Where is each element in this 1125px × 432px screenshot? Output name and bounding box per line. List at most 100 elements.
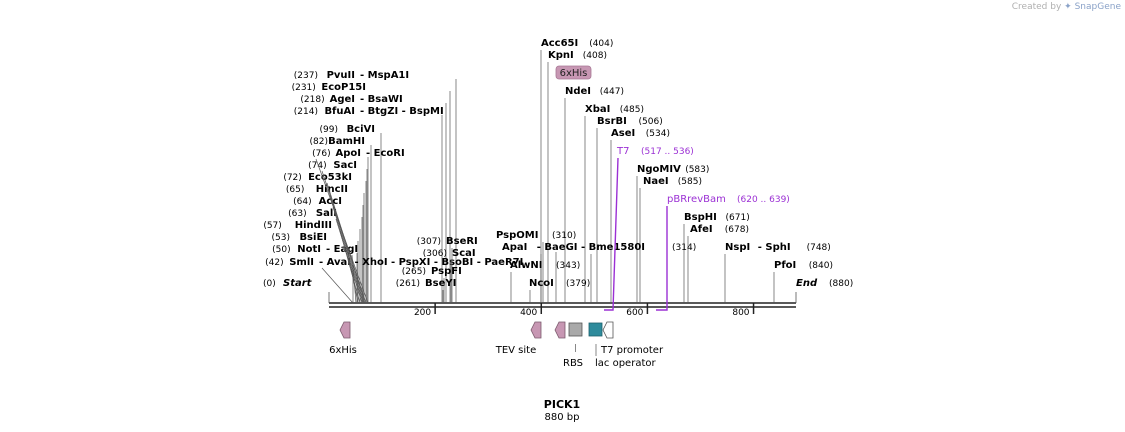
end-position: (880): [829, 279, 853, 289]
site-position: (53): [272, 233, 290, 243]
site-label-alwni: AlwNI: [510, 260, 543, 271]
site-label-ecop15i: EcoP15I: [321, 82, 366, 93]
snapgene-logo-icon: ✦: [1064, 2, 1072, 12]
snapgene-watermark: Created by ✦ SnapGene: [1012, 2, 1121, 12]
site-label-scai: ScaI: [452, 248, 476, 259]
site-label-saci: SacI: [333, 160, 357, 171]
feature-label-lac-operator: lac operator: [595, 358, 656, 369]
site-label-pvuii: PvuII: [327, 70, 355, 81]
site-label-acci: AccI: [319, 196, 342, 207]
start-label: Start: [283, 278, 313, 289]
site-cut-leader: [315, 158, 369, 304]
site-label-asei: AseI: [611, 128, 635, 139]
site-label-apai: ApaI: [502, 242, 527, 253]
site-position: (99): [320, 125, 338, 135]
site-label-alias: - EcoRI: [366, 148, 405, 159]
primer-label-t7: T7: [616, 146, 629, 157]
site-position: (408): [583, 51, 607, 61]
site-label-naei: NaeI: [643, 176, 669, 187]
site-position: (447): [600, 87, 624, 97]
his-tag-badge: [555, 65, 592, 80]
site-position: (307): [417, 237, 441, 247]
site-label-eco53ki: Eco53kI: [308, 172, 352, 183]
site-position: (840): [809, 261, 833, 271]
site-label-alias: - SphI: [758, 242, 791, 253]
site-label-alias: - AvaI - XhoI - PspXI - BsoBI - PaeR7I: [319, 257, 523, 268]
feature-label-tev-site: TEV site: [495, 345, 537, 356]
site-label-ndei: NdeI: [565, 86, 591, 97]
site-label-acc65i: Acc65I: [541, 38, 578, 49]
site-position: (343): [556, 261, 580, 271]
site-position: (485): [620, 105, 644, 115]
site-position: (231): [292, 83, 316, 93]
site-label-pfoi: PfoI: [774, 260, 796, 271]
site-label-bsiei: BsiEI: [299, 232, 327, 243]
site-label-smli: SmlI: [289, 257, 314, 268]
his-tag-arrow: [339, 321, 351, 339]
small-pink-arrow: [554, 321, 566, 339]
primer-arrow-t7: [604, 157, 619, 311]
site-position: (63): [288, 209, 306, 219]
site-label-bseri: BseRI: [446, 236, 478, 247]
site-label-alias: - BsaWI: [360, 94, 403, 105]
lac-operator-box: [588, 322, 603, 337]
site-label-alias: - MspA1I: [360, 70, 409, 81]
site-position: (76): [312, 149, 330, 159]
site-label-alias: - BtgZI - BspMI: [360, 106, 444, 117]
site-label-agei: AgeI: [330, 94, 355, 105]
site-position: (306): [423, 249, 447, 259]
site-position: (42): [265, 258, 283, 268]
site-label-bseyi: BseYI: [425, 278, 456, 289]
site-label-bsphi: BspHI: [684, 212, 717, 223]
site-position: (506): [639, 117, 663, 127]
site-label-alias: - EagI: [326, 244, 358, 255]
site-position: (671): [726, 213, 750, 223]
site-label-alias: - BaeGI - Bme1580I: [537, 242, 645, 253]
site-position: (748): [807, 243, 831, 253]
ruler-tick-label: 400: [520, 308, 537, 318]
site-position: (237): [294, 71, 318, 81]
site-label-bamhi: BamHI: [328, 136, 365, 147]
feature-label-t7-promoter: T7 promoter: [600, 345, 664, 356]
site-position: (678): [725, 225, 749, 235]
site-label-bcivi: BciVI: [347, 124, 375, 135]
site-cut-leader: [321, 267, 354, 304]
primer-range-pbrrevbam: (620 .. 639): [737, 195, 790, 205]
end-label: End: [796, 278, 818, 289]
site-label-bfuai: BfuAI: [324, 106, 355, 117]
site-label-ngomiv: NgoMIV: [637, 164, 681, 175]
rbs-box: [568, 322, 583, 337]
feature-label-6xhis: 6xHis: [329, 345, 357, 356]
start-position: (0): [263, 279, 276, 289]
site-position: (585): [678, 177, 702, 187]
site-label-kpni: KpnI: [548, 50, 574, 61]
site-label-xbai: XbaI: [585, 104, 610, 115]
site-position: (74): [308, 161, 326, 171]
site-cut-leader: [335, 218, 363, 304]
feature-label-rbs: RBS: [563, 358, 583, 369]
site-label-hincii: HincII: [316, 184, 348, 195]
ruler-tick-label: 600: [626, 308, 643, 318]
ruler-tick-label: 800: [732, 308, 749, 318]
t7-promoter-arrow: [602, 321, 614, 339]
site-label-ncoi: NcoI: [529, 278, 554, 289]
site-label-noti: NotI: [297, 244, 321, 255]
site-position: (218): [300, 95, 324, 105]
site-label-apoi: ApoI: [336, 148, 362, 159]
site-label-sali: SalI: [316, 208, 337, 219]
site-position: (65): [286, 185, 304, 195]
site-position: (64): [293, 197, 311, 207]
watermark-brand: SnapGene: [1074, 2, 1121, 12]
watermark-prefix: Created by: [1011, 2, 1062, 12]
primer-arrow-pbrrevbam: [656, 206, 668, 311]
site-cut-leader: [332, 206, 364, 304]
site-position: (404): [589, 39, 613, 49]
site-position: (72): [283, 173, 301, 183]
site-label-pspomi: PspOMI: [496, 230, 538, 241]
site-position: (314): [672, 243, 696, 253]
site-position: (57): [263, 221, 281, 231]
site-label-pspfi: PspFI: [431, 266, 462, 277]
map-title: PICK1: [544, 398, 580, 411]
site-position: (379): [566, 279, 590, 289]
